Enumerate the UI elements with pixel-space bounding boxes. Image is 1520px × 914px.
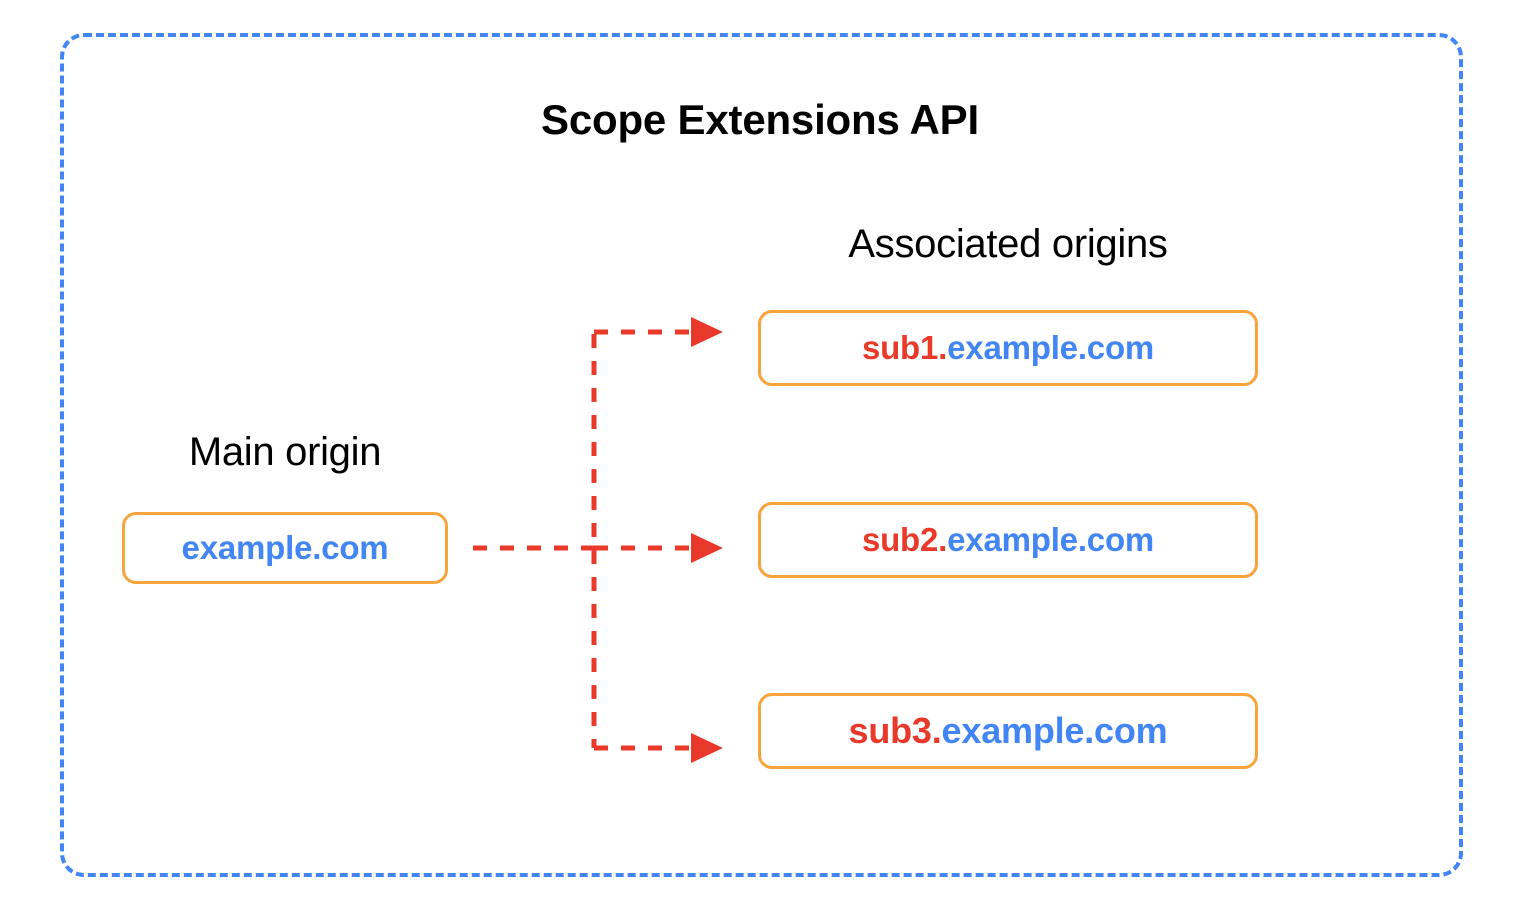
scope-extensions-frame — [60, 33, 1463, 877]
associated-origin-prefix: sub2. — [861, 521, 948, 558]
page-title: Scope Extensions API — [541, 96, 979, 143]
associated-origins-label: Associated origins — [848, 222, 1168, 266]
associated-origin-prefix: sub3. — [848, 710, 942, 751]
associated-origin-domain: example.com — [947, 329, 1155, 366]
associated-origin-domain: example.com — [947, 521, 1155, 558]
associated-origin-box-sub3[interactable]: sub3.example.com — [758, 693, 1258, 769]
main-origin-domain: example.com — [181, 529, 389, 566]
associated-origin-domain: example.com — [941, 710, 1168, 751]
main-origin-box[interactable]: example.com — [122, 512, 448, 584]
associated-origin-prefix: sub1. — [861, 329, 948, 366]
main-origin-label: Main origin — [188, 430, 382, 474]
associated-origin-box-sub1[interactable]: sub1.example.com — [758, 310, 1258, 386]
associated-origin-box-sub2[interactable]: sub2.example.com — [758, 502, 1258, 578]
